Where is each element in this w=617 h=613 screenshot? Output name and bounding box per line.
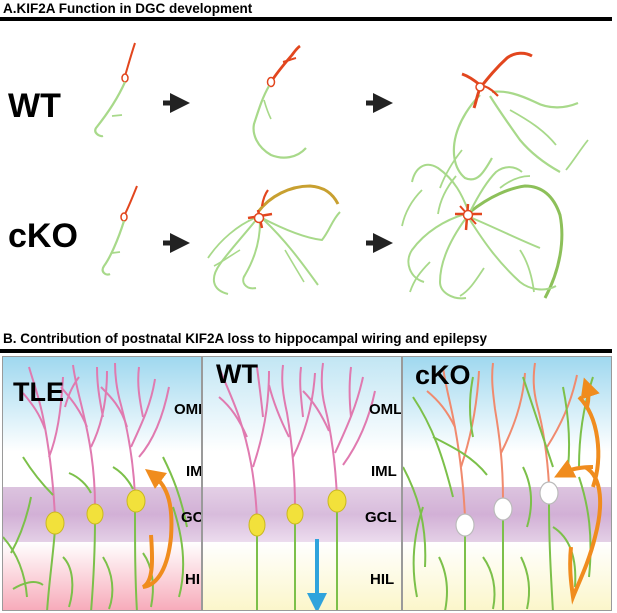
panel-wt-title: WT [216, 359, 258, 389]
panel-wt-layer-oml: OML [369, 401, 402, 418]
panel-tle-layer-gcl: GCL [181, 509, 201, 526]
section-b-title: B. Contribution of postnatal KIF2A loss … [3, 331, 488, 346]
wt-stage-3-neuron [439, 51, 589, 189]
section-a-rule [0, 17, 612, 21]
section-b-rule [0, 349, 612, 353]
panel-tle: TLE OML IML GCL HIL [2, 356, 202, 611]
cko-stage-1-neuron [101, 185, 138, 276]
panel-wt-layer-hil: HIL [370, 571, 395, 588]
panel-wt-layer-iml: IML [371, 463, 397, 480]
cko-stage-3-neuron [401, 163, 564, 300]
panel-wt-layer-gcl: GCL [365, 509, 397, 526]
panel-tle-title: TLE [13, 377, 64, 407]
panel-tle-layer-iml: IML [186, 463, 202, 480]
panel-cko: cKO [402, 356, 612, 611]
row-label-wt: WT [8, 87, 61, 125]
panel-wt: WT OML IML GCL HIL [202, 356, 402, 611]
section-a-diagram [94, 42, 589, 300]
row-label-cko: cKO [8, 217, 78, 255]
panel-tle-layer-hil: HIL [185, 571, 201, 588]
wt-stage-1-neuron [94, 42, 136, 138]
panel-cko-drawing [403, 357, 611, 610]
panel-tle-drawing [3, 357, 201, 610]
panel-tle-layer-oml: OML [174, 401, 201, 418]
section-a-title: A.KIF2A Function in DGC development [3, 1, 253, 16]
panel-cko-title: cKO [415, 360, 471, 390]
cko-stage-2-neuron [207, 184, 341, 295]
panel-wt-drawing [203, 357, 401, 610]
wt-stage-2-neuron [252, 44, 307, 159]
